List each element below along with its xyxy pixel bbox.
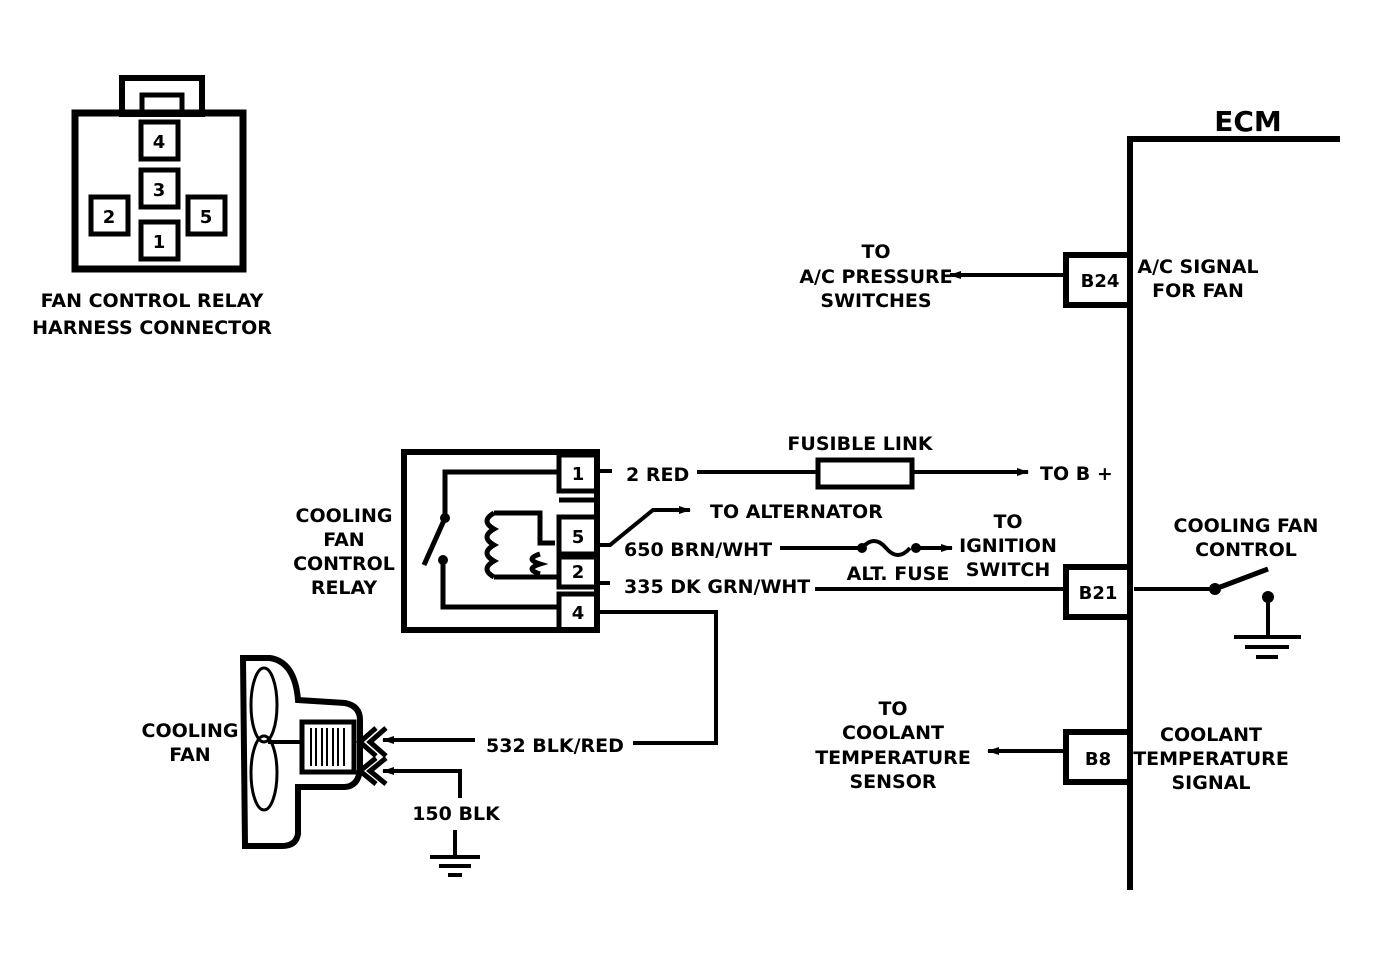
b8-dest-line4: SENSOR: [849, 771, 936, 793]
fusible-link-icon: [815, 457, 915, 490]
alt-fuse-label: ALT. FUSE: [847, 563, 950, 585]
relay-label-line3: CONTROL: [293, 553, 395, 575]
relay-pin-2: [556, 554, 600, 590]
relay-label-line2: FAN: [323, 529, 364, 551]
to-ignition-line3: SWITCH: [966, 559, 1051, 581]
relay-pin-2-label: 2: [572, 562, 585, 583]
relay-coil-icon: [484, 510, 500, 580]
wire-label-532-blk-red: 532 BLK/RED: [486, 735, 624, 757]
cooling-fan-relay: 1 5 2 4 COOLING FAN CONTROL RELAY: [293, 449, 600, 633]
connector-pin-3-label: 3: [153, 180, 166, 201]
b24-dest-line2: A/C PRESSURE: [799, 266, 952, 288]
connector-pin-5-label: 5: [200, 207, 213, 228]
ecm-terminal-b8-label: B8: [1085, 749, 1111, 770]
connector-pin-1: [138, 219, 181, 262]
ecm-terminal-b24: [1063, 252, 1133, 308]
wire-label-335-dk-grn-wht: 335 DK GRN/WHT: [624, 576, 810, 598]
b21-control-line2: CONTROL: [1195, 539, 1297, 561]
connector-body: [71, 109, 247, 273]
wire-pin2-dk-grn-wht: 335 DK GRN/WHT: [597, 576, 1066, 598]
ecm-terminal-b21-label: B21: [1079, 583, 1118, 604]
b8-dest-line1: TO: [878, 698, 907, 720]
b24-signal-line2: FOR FAN: [1152, 280, 1244, 302]
ecm-terminal-b8: [1063, 729, 1133, 785]
wire-pin1-red: 2 RED FUSIBLE LINK TO B +: [597, 433, 1113, 490]
alt-fuse-icon: [860, 539, 912, 557]
to-ignition-line2: IGNITION: [959, 535, 1057, 557]
relay-pin-4-label: 4: [572, 603, 585, 624]
ecm-label: ECM: [1214, 105, 1282, 138]
wire-label-650-brn-wht: 650 BRN/WHT: [624, 539, 772, 561]
b8-signal-line1: COOLANT: [1160, 724, 1262, 746]
b24-signal-line1: A/C SIGNAL: [1137, 256, 1258, 278]
relay-diode-icon: [529, 551, 549, 577]
connector-pin-1-label: 1: [153, 232, 166, 253]
connector-pin-2: [88, 194, 131, 237]
b24-dest-line3: SWITCHES: [820, 290, 931, 312]
wire-pin4-blk-red: 532 BLK/RED: [382, 610, 718, 757]
harness-connector: 4 3 2 1 5 FAN CONTROL RELAY HARNESS CONN…: [32, 75, 272, 339]
to-alternator-label: TO ALTERNATOR: [710, 501, 883, 523]
b24-dest-line1: TO: [861, 241, 890, 263]
wire-pin5-brn-wht: TO ALTERNATOR 650 BRN/WHT ALT. FUSE TO I…: [597, 501, 1057, 585]
fan-label-line1: COOLING: [142, 720, 239, 742]
relay-label-line4: RELAY: [311, 577, 378, 599]
ecm-boundary: [1127, 136, 1340, 890]
relay-pin-5: [556, 514, 600, 557]
connector-pin-3: [138, 167, 181, 210]
to-ignition-line1: TO: [993, 511, 1022, 533]
fusible-link-label: FUSIBLE LINK: [787, 433, 933, 455]
connector-pin-4-label: 4: [153, 132, 166, 153]
ground-icon: [430, 855, 480, 877]
b8-signal-line2: TEMPERATURE: [1133, 748, 1289, 770]
fan-motor-icon: [299, 719, 357, 775]
relay-label-line1: COOLING: [296, 505, 393, 527]
b8-dest-line3: TEMPERATURE: [815, 747, 971, 769]
wire-label-150-blk: 150 BLK: [412, 803, 501, 825]
ground-icon: [1234, 635, 1301, 659]
b21-control-line1: COOLING FAN: [1174, 515, 1319, 537]
fan-blade-top-icon: [249, 666, 279, 744]
relay-pin-1-label: 1: [572, 464, 585, 485]
cooling-fan: COOLING FAN: [142, 655, 388, 849]
connector-label-line2: HARNESS CONNECTOR: [32, 317, 272, 339]
fan-blade-bottom-icon: [249, 734, 279, 812]
to-b-plus-label: TO B +: [1040, 463, 1113, 485]
relay-pin-5-label: 5: [572, 527, 585, 548]
connector-pin-4: [138, 119, 181, 162]
ecm: ECM B24 A/C SIGNAL FOR FAN TO A/C PRESSU…: [799, 105, 1340, 890]
fan-label-line2: FAN: [169, 744, 210, 766]
cooling-fan-control-switch-icon: [1214, 566, 1269, 592]
ecm-terminal-b21: [1063, 564, 1133, 620]
wire-label-2-red: 2 RED: [626, 464, 689, 486]
connector-pin-5: [185, 194, 228, 237]
ecm-terminal-b24-label: B24: [1081, 271, 1120, 292]
connector-label-line1: FAN CONTROL RELAY: [41, 290, 264, 312]
b8-signal-line3: SIGNAL: [1171, 772, 1250, 794]
connector-pin-2-label: 2: [103, 207, 116, 228]
b8-dest-line2: COOLANT: [842, 722, 944, 744]
wire-fan-ground: 150 BLK: [382, 767, 501, 877]
